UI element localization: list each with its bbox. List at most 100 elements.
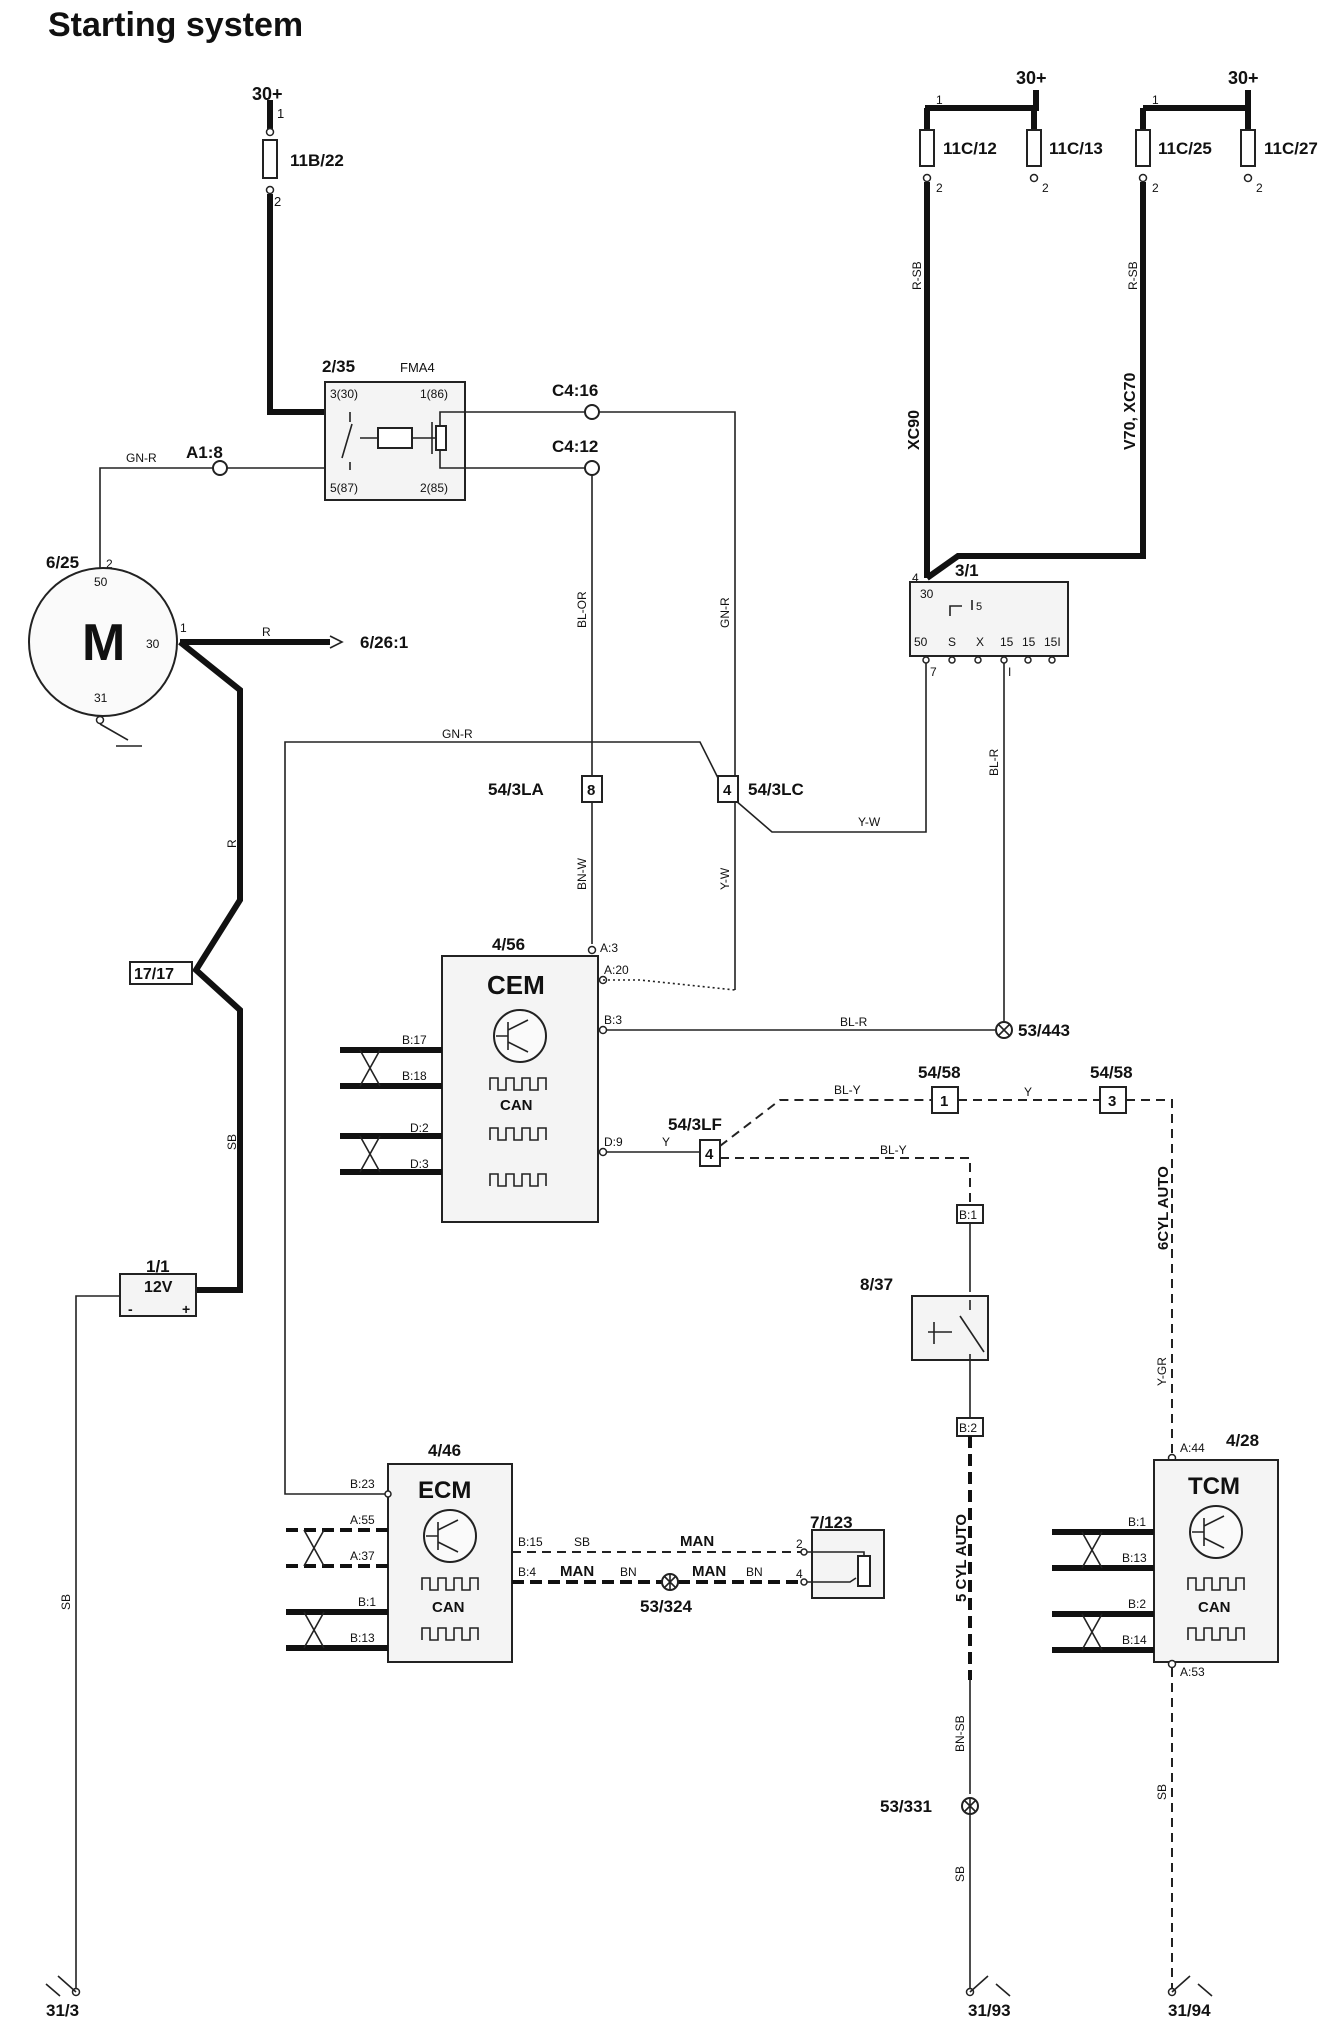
fuse-label: 11C/13 — [1049, 139, 1103, 158]
pin — [598, 1147, 608, 1157]
pin — [974, 656, 982, 664]
pin — [948, 656, 956, 664]
arrow-icon — [329, 635, 344, 649]
variant-label: XC90 — [906, 410, 923, 450]
tcm-pin-label: B:1 — [1128, 1515, 1146, 1529]
pulse-icon — [489, 1173, 547, 1187]
wire-dashed — [720, 1157, 971, 1205]
wire — [734, 663, 927, 833]
wire — [599, 411, 736, 778]
connector-label: 54/58 — [918, 1063, 961, 1082]
sensor-pin-label: 4 — [796, 1567, 803, 1581]
switch-symbol — [928, 1300, 985, 1360]
relay-id: 2/35 — [322, 357, 355, 376]
battery-id: 1/1 — [146, 1257, 170, 1276]
connector-c416 — [584, 404, 600, 420]
can-wires — [340, 1047, 442, 1175]
wire-label: Y — [662, 1135, 670, 1149]
can-wires — [1052, 1529, 1154, 1653]
wire-label: BL-R — [987, 748, 1001, 776]
connector-label: A1:8 — [186, 443, 223, 462]
wire-label: GN-R — [718, 597, 732, 628]
connector-label: 17/17 — [134, 966, 174, 983]
connector-pin: B:1 — [959, 1208, 977, 1222]
ground-symbol — [1171, 1975, 1213, 1997]
cem-pin-label: B:17 — [402, 1033, 427, 1047]
pin — [922, 656, 930, 664]
ignition-pin-label: S — [948, 635, 956, 649]
wire-label: SB — [574, 1535, 590, 1549]
transistor-symbol — [496, 1019, 529, 1053]
tcm-id: 4/28 — [1226, 1431, 1259, 1450]
fuse-pin-label: 2 — [1042, 181, 1049, 195]
pulse-icon — [1187, 1577, 1245, 1591]
variant-label: 6CYL AUTO — [1155, 1166, 1172, 1250]
ground-symbol — [45, 1975, 77, 1997]
ecm-name: ECM — [418, 1477, 471, 1504]
connector-54-3lc — [717, 775, 739, 803]
pulse-icon — [421, 1627, 479, 1641]
ecm-module — [387, 1463, 513, 1663]
starter-motor — [28, 567, 178, 717]
splice-mark — [997, 1023, 1011, 1037]
relay-contact — [341, 412, 353, 470]
relay-pin-label: 3(30) — [330, 387, 358, 401]
tcm-pin-label: A:44 — [1180, 1441, 1205, 1455]
wire-thick — [267, 194, 338, 415]
wire-label: BL-R — [840, 1015, 868, 1029]
can-wires — [286, 1609, 388, 1651]
ecm-pin-label: B:4 — [518, 1565, 536, 1579]
pin — [1000, 656, 1008, 664]
connector-label: C4:12 — [552, 437, 598, 456]
cem-pin-label: D:3 — [410, 1157, 429, 1171]
pin — [800, 1578, 808, 1586]
connector-label: 54/3LF — [668, 1115, 722, 1134]
ignition-pin-label: X — [976, 635, 984, 649]
ignition-pin-label: 7 — [930, 665, 937, 679]
splice-mark — [963, 1798, 977, 1814]
fuse-pin-label: 2 — [936, 181, 943, 195]
motor-pin-label: 50 — [94, 575, 108, 589]
wire — [603, 979, 736, 991]
splice-label: 53/331 — [880, 1797, 932, 1816]
motor-pin-label: 31 — [94, 691, 108, 705]
pin — [598, 1025, 608, 1035]
relay-diode — [435, 425, 447, 451]
pulse-icon — [489, 1127, 547, 1141]
wire-label: BL-Y — [834, 1083, 861, 1097]
wire-thick — [1143, 90, 1251, 111]
wire-thick-v70 — [925, 182, 1146, 581]
ecm-pin-label: A:55 — [350, 1513, 375, 1527]
supply-label-right: 30+ — [1228, 68, 1259, 88]
sensor-pin-label: 2 — [796, 1537, 803, 1551]
pin — [1048, 656, 1056, 664]
variant-label: MAN — [680, 1533, 714, 1550]
pin — [1167, 1659, 1177, 1669]
wire-dashed — [1126, 1099, 1173, 1460]
fuse-label: 11C/25 — [1158, 139, 1212, 158]
wire-label: Y-W — [858, 815, 881, 829]
cem-pin-label: A:20 — [604, 963, 629, 977]
pin — [384, 1490, 392, 1498]
wire-label: R — [225, 839, 239, 848]
connector-c412 — [584, 460, 600, 476]
connector-pin: B:2 — [959, 1421, 977, 1435]
transistor-icon — [423, 1509, 477, 1563]
ignition-switch-3-1 — [909, 581, 1069, 657]
ignition-pin-label: 15 — [1000, 635, 1014, 649]
wire — [75, 1295, 120, 1990]
ignition-pin-label: I — [1008, 665, 1011, 679]
ignition-pin-label: 15 — [1022, 635, 1036, 649]
motor-id: 6/25 — [46, 553, 79, 572]
connector-label: 54/3LC — [748, 780, 804, 799]
variant-label: MAN — [560, 1563, 594, 1580]
wire-label: R-SB — [910, 261, 924, 290]
transistor-symbol — [1192, 1515, 1225, 1549]
ignition-pin-label: 5 — [976, 601, 982, 613]
connector-pin: 8 — [587, 782, 595, 799]
cem-pin-label: B:18 — [402, 1069, 427, 1083]
ecm-pin-label: B:15 — [518, 1535, 543, 1549]
wire-label: BN-W — [575, 857, 589, 890]
ignition-pin-label: 4 — [912, 571, 919, 585]
tcm-pin-label: B:2 — [1128, 1597, 1146, 1611]
